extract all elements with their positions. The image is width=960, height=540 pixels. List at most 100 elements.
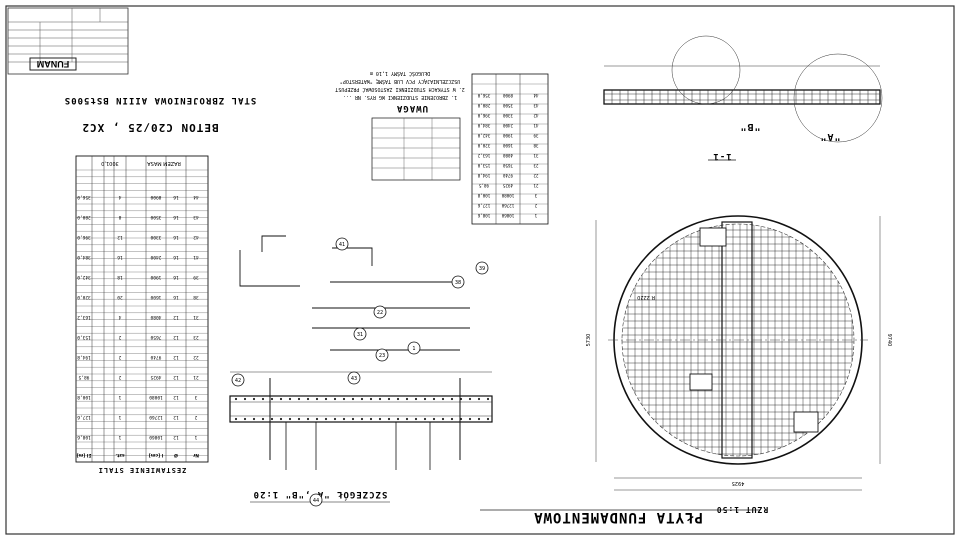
- bar-list-cell: 396,0: [477, 113, 490, 118]
- bar-list-cell: 42: [533, 113, 539, 118]
- rebar-table-cell: 108,6: [77, 434, 91, 440]
- plan-view: 9740 5730 4925 R 2220: [586, 215, 892, 491]
- bar-list-cell: 1: [534, 213, 537, 218]
- remarks-block: UWAGA 1. ZBROJENIE STUDZIENKI WG RYS. NR…: [335, 70, 465, 181]
- rebar-table-cell: 7650: [150, 334, 161, 340]
- bar-list-cell: 23: [533, 163, 539, 168]
- rebar-table-cell: 1: [118, 394, 121, 400]
- rebar-table-cell: 43: [193, 214, 199, 220]
- rebar-table-cell: 8900: [150, 194, 161, 200]
- rebar-table-cell: 163,2: [77, 314, 91, 320]
- rebar-table-cell: 2: [118, 374, 121, 380]
- bar-list-cell: 98,5: [478, 183, 489, 188]
- rebar-table-cell: 12: [173, 334, 179, 340]
- rebar-table-cell: 16: [173, 254, 179, 260]
- bar-list-cell: 280,0: [477, 103, 490, 108]
- bar-list-cell: 127,6: [477, 203, 490, 208]
- rebar-table-cell: 2: [194, 414, 197, 420]
- bar-list-cell: 38: [533, 143, 539, 148]
- rebar-table-cell: 100,8: [77, 394, 91, 400]
- rebar-table-cell: 12: [173, 374, 179, 380]
- bar-list-cell: 10080: [501, 193, 514, 198]
- dim-overall: 9740: [886, 334, 892, 347]
- rebar-table-cell: 16: [173, 234, 179, 240]
- rebar-table-cell: 12: [117, 234, 123, 240]
- bar-list-cell: 39: [533, 133, 539, 138]
- opening-1: [689, 373, 713, 391]
- rebar-table-cell: 12: [173, 414, 179, 420]
- section-1-1: 1-1 "B" "A": [603, 35, 883, 161]
- rebar-table-cell: 127,6: [77, 414, 91, 420]
- bar-tag-42: 42: [235, 378, 241, 384]
- rebar-table-header: l [cm]: [149, 452, 164, 458]
- rebar-table-cell: 16: [173, 194, 179, 200]
- rebar-table-cell: 9740: [150, 354, 161, 360]
- rebar-mesh-horizontal: [622, 229, 854, 455]
- bar-tag-38: 38: [455, 280, 461, 286]
- rebar-table-cell: 342,0: [77, 274, 91, 280]
- steel-note: STAL ZBROJENIOWA AIIIN BSt500S: [64, 95, 257, 105]
- rebar-table-cell: 12760: [149, 414, 163, 420]
- bar-list-cell: 44: [533, 93, 539, 98]
- bar-list-cell: 41: [533, 123, 539, 128]
- bar-tag-1: 1: [412, 346, 415, 352]
- bar-tag-39: 39: [479, 266, 485, 272]
- rebar-table-cell: 10860: [149, 434, 163, 440]
- rebar-table-cell: 1: [118, 434, 121, 440]
- steel-summary-title: ZESTAWIENIE STALI: [98, 466, 187, 474]
- bar-list-cell: 31: [533, 153, 539, 158]
- rebar-table-cell: 98,5: [78, 374, 89, 380]
- detail-b-label: "B": [739, 121, 760, 132]
- opening-2: [699, 227, 727, 247]
- bar-list-cell: 100,8: [477, 193, 490, 198]
- rebar-table-cell: 384,0: [77, 254, 91, 260]
- bar-list-cell: 4925: [502, 183, 513, 188]
- rebar-table-cell: 31: [193, 314, 199, 320]
- rebar-table-cell: 1600: [150, 294, 161, 300]
- bar-tag-43: 43: [351, 376, 357, 382]
- rebar-table-header: Nr: [192, 452, 199, 458]
- mass-total: 3001,0: [101, 160, 119, 166]
- drawing-title: PŁYTA FUNDAMENTOWA: [533, 509, 703, 525]
- rebar-table-cell: 23: [193, 334, 199, 340]
- bar-list-cell: 1900: [502, 133, 513, 138]
- steel-summary: 112108601108,6212127601127,6312100801100…: [75, 155, 209, 474]
- rebar-table-cell: 4080: [150, 314, 161, 320]
- bar-list-cell: 342,0: [477, 133, 490, 138]
- rebar-table-cell: 16: [173, 214, 179, 220]
- bar-list-cell: 320,0: [477, 143, 490, 148]
- title-block: FUNAM: [7, 7, 129, 75]
- opening-3: [793, 411, 819, 433]
- detail-title: SZCZEGÓŁ "A","B" 1:20: [253, 489, 388, 501]
- rebar-table-cell: 12: [173, 434, 179, 440]
- rebar-table-cell: 4: [118, 314, 121, 320]
- rebar-table-cell: 10080: [149, 394, 163, 400]
- rebar-table-cell: 153,0: [77, 334, 91, 340]
- bar-list-cell: 43: [533, 103, 539, 108]
- rebar-table-cell: 396,0: [77, 234, 91, 240]
- bar-list-cell: 2400: [502, 123, 513, 128]
- rebar-table-header: szt.: [115, 452, 124, 458]
- rebar-table-cell: 194,8: [77, 354, 91, 360]
- section-label: 1-1: [712, 151, 731, 161]
- rebar-table-cell: 22: [193, 354, 199, 360]
- remarks-line-4: DŁUGOŚĆ TAŚMY 1,10 m: [370, 70, 430, 77]
- bar-list-cell: 1600: [502, 143, 513, 148]
- rebar-table-cell: 3500: [150, 214, 161, 220]
- rebar-table-cell: 12: [173, 354, 179, 360]
- bar-list-cell: 21: [533, 183, 539, 188]
- rebar-table-cell: 39: [193, 274, 199, 280]
- rebar-table-cell: 2: [118, 354, 121, 360]
- bar-list-cell: 9740: [502, 173, 513, 178]
- plan-view-label: RZUT 1:50: [716, 505, 768, 514]
- rebar-table-header: Σl [m]: [77, 452, 92, 458]
- rebar-table-cell: 1: [118, 414, 121, 420]
- bar-list-cell: 108,6: [477, 213, 490, 218]
- bar-list-cell: 153,0: [477, 163, 490, 168]
- rebar-table-cell: 21: [193, 374, 199, 380]
- rebar-table-cell: 12: [173, 394, 179, 400]
- concrete-note: BETON C20/25 , XC2: [81, 121, 218, 134]
- rebar-table-cell: 44: [193, 194, 199, 200]
- detail-a-b: SZCZEGÓŁ "A","B" 1:20: [229, 371, 493, 503]
